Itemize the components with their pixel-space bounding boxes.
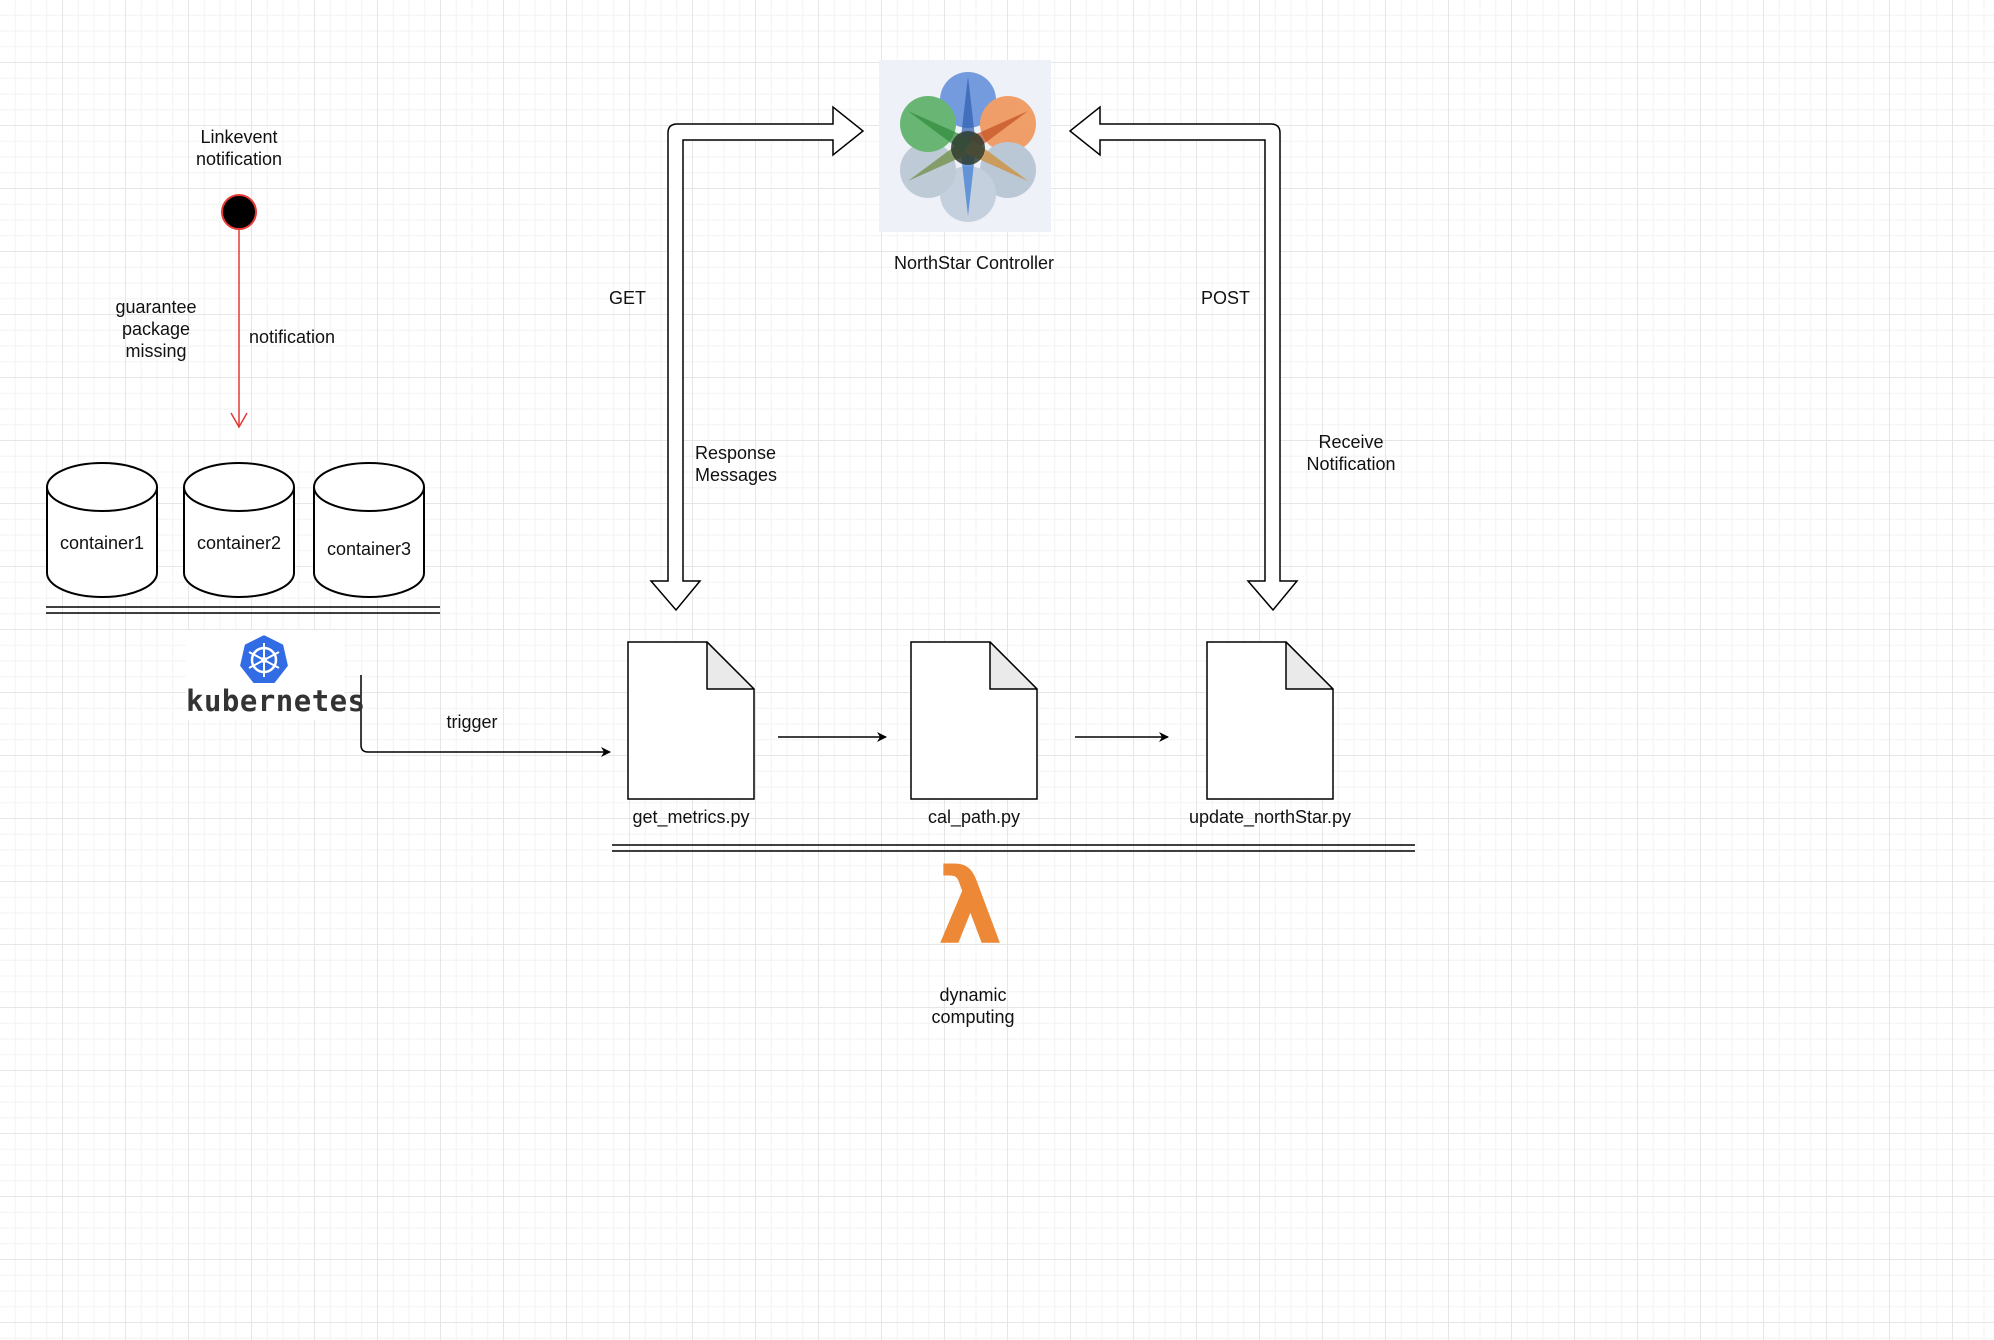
container-platform-line	[46, 606, 440, 614]
file-update-northstar-icon[interactable]	[1206, 641, 1334, 800]
diagram-canvas	[46, 60, 1415, 852]
container-cylinder-3[interactable]	[313, 462, 425, 598]
event-title: Linkevent notification	[195, 127, 283, 169]
container-label-3: container3	[326, 539, 412, 559]
northstar-controller-icon[interactable]	[879, 60, 1051, 232]
response-messages-label: Response Messages	[695, 443, 778, 485]
container-cylinder-2[interactable]	[183, 462, 295, 598]
notification-arrow-label: notification	[249, 327, 336, 347]
post-label: POST	[1201, 288, 1251, 308]
container-cylinder-1[interactable]	[46, 462, 158, 598]
get-label: GET	[609, 288, 647, 308]
container-label-2: container2	[196, 533, 282, 553]
event-start-node[interactable]	[221, 194, 257, 230]
dynamic-computing-label: dynamic computing	[931, 985, 1015, 1027]
trigger-label: trigger	[446, 712, 498, 732]
event-side-label: guarantee package missing	[115, 297, 197, 361]
lambda-platform-line	[612, 844, 1415, 852]
northstar-controller-label: NorthStar Controller	[893, 253, 1055, 273]
file-get-metrics-label: get_metrics.py	[632, 807, 750, 827]
file-cal-path-icon[interactable]	[910, 641, 1038, 800]
lambda-icon: λ	[937, 846, 1003, 968]
file-update-northstar-label: update_northStar.py	[1188, 807, 1352, 827]
get-response-hollow-arrow	[649, 105, 865, 612]
container-label-1: container1	[59, 533, 145, 553]
kubernetes-wheel-icon	[237, 632, 291, 685]
kubernetes-logo-text: kubernetes	[186, 684, 366, 718]
post-receive-hollow-arrow	[1068, 105, 1299, 612]
file-cal-path-label: cal_path.py	[927, 807, 1021, 827]
file-get-metrics-icon[interactable]	[627, 641, 755, 800]
notification-arrowhead	[230, 412, 248, 429]
receive-notification-label: Receive Notification	[1306, 432, 1396, 474]
trigger-arrow	[360, 675, 611, 757]
